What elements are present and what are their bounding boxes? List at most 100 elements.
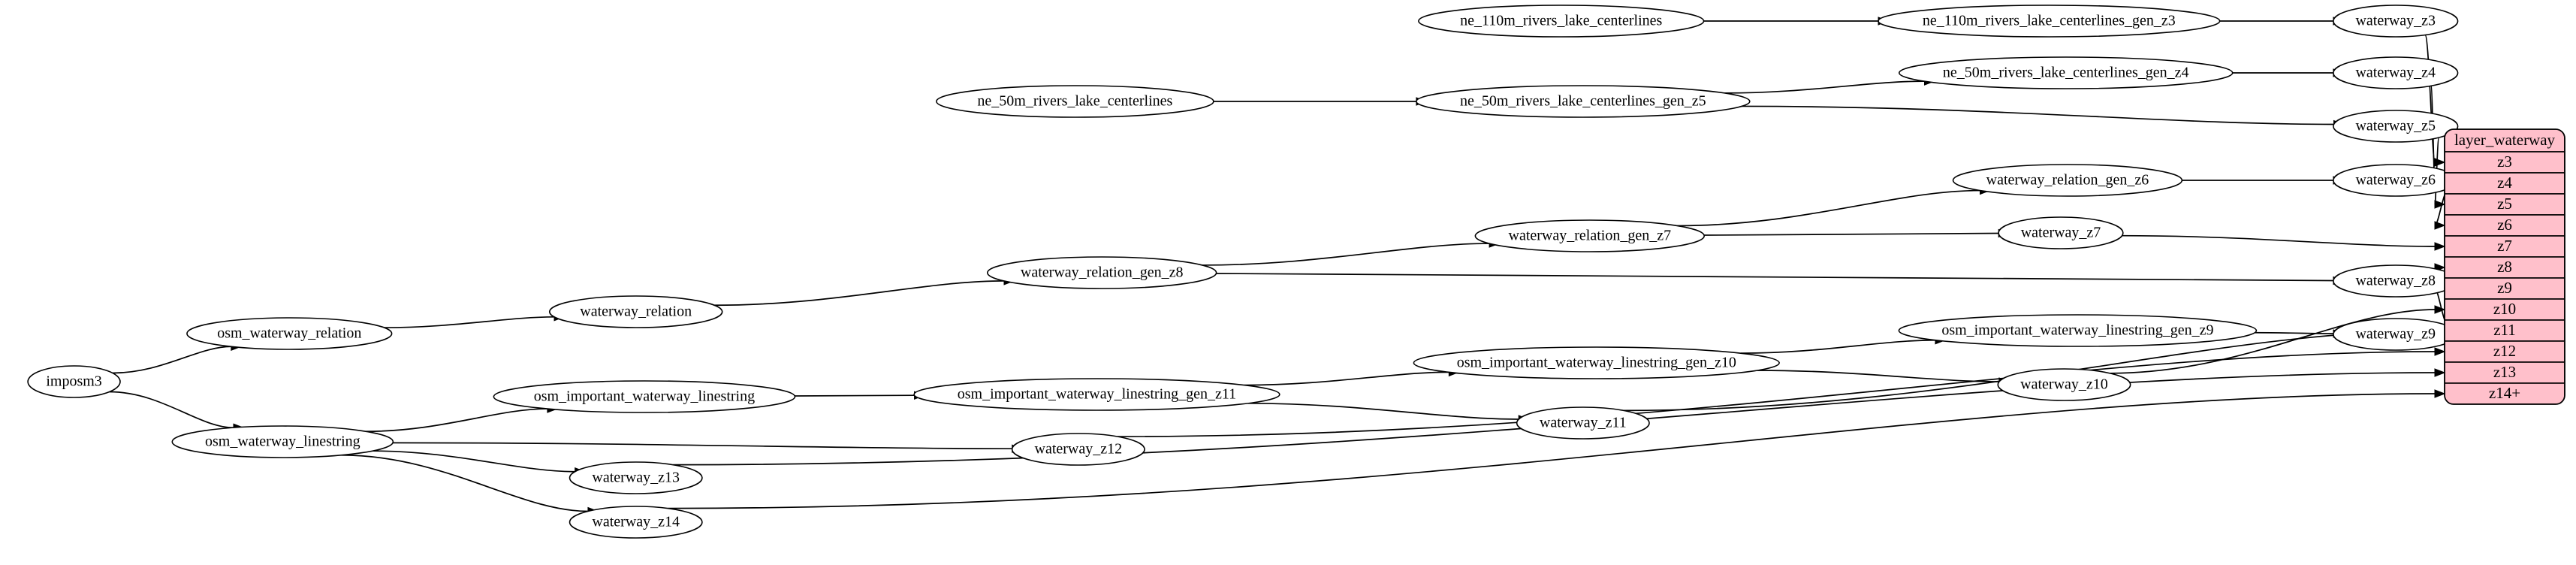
edge-arrowhead	[2434, 347, 2446, 356]
table-row-z5[interactable]	[2445, 193, 2565, 216]
edge	[1704, 232, 1999, 236]
node-shape[interactable]	[1878, 5, 2221, 38]
table-row-z6[interactable]	[2445, 214, 2565, 237]
node-waterway_relation[interactable]: waterway_relation	[548, 295, 723, 328]
node-osm_waterway_linestring[interactable]: osm_waterway_linestring	[171, 425, 394, 458]
node-shape[interactable]	[2333, 164, 2459, 197]
edge-arrowhead	[2434, 389, 2446, 398]
edge	[1244, 371, 1449, 386]
edge	[2122, 234, 2436, 247]
table-row-z13[interactable]	[2445, 361, 2565, 384]
table-row-z3[interactable]	[2445, 151, 2565, 174]
table-row-z8[interactable]	[2445, 256, 2565, 279]
node-shape[interactable]	[2333, 110, 2459, 143]
edge	[2110, 309, 2436, 374]
edge-arrowhead	[2434, 305, 2446, 314]
edge-arrowhead	[2434, 221, 2446, 230]
edge	[372, 450, 575, 473]
edges-layer	[109, 17, 2457, 516]
edge	[341, 454, 588, 512]
node-waterway_relation_gen_z6[interactable]: waterway_relation_gen_z6	[1952, 164, 2183, 197]
node-waterway_z5[interactable]: waterway_z5	[2333, 110, 2459, 143]
node-ne_50m_rivers_lake_centerlines_gen_z5[interactable]: ne_50m_rivers_lake_centerlines_gen_z5	[1416, 85, 1751, 118]
node-shape[interactable]	[569, 461, 703, 494]
node-shape[interactable]	[27, 365, 121, 398]
table-row-z9[interactable]	[2445, 277, 2565, 300]
edge	[113, 346, 231, 374]
node-shape[interactable]	[569, 506, 703, 539]
node-shape[interactable]	[493, 380, 796, 413]
node-ne_110m_rivers_lake_centerlines[interactable]: ne_110m_rivers_lake_centerlines	[1418, 5, 1705, 38]
node-osm_important_waterway_linestring[interactable]: osm_important_waterway_linestring	[493, 380, 796, 413]
node-waterway_z6[interactable]: waterway_z6	[2333, 164, 2459, 197]
node-shape[interactable]	[1474, 219, 1706, 252]
node-shape[interactable]	[1898, 56, 2234, 89]
node-waterway_z8[interactable]: waterway_z8	[2333, 264, 2459, 298]
node-waterway_z7[interactable]: waterway_z7	[1998, 216, 2124, 249]
node-ne_50m_rivers_lake_centerlines[interactable]: ne_50m_rivers_lake_centerlines	[936, 85, 1214, 118]
table-row-z4[interactable]	[2445, 172, 2565, 195]
node-shape[interactable]	[2333, 5, 2459, 38]
edge-arrowhead	[2434, 368, 2446, 377]
edge	[1247, 402, 1519, 420]
node-osm_important_waterway_linestring_gen_z9[interactable]: osm_important_waterway_linestring_gen_z9	[1898, 314, 2258, 347]
table-outline	[2444, 128, 2565, 405]
edge	[1742, 105, 2334, 125]
layer-waterway-table: layer_waterwayz3z4z5z6z7z8z9z10z11z12z13…	[2444, 128, 2565, 405]
node-osm_important_waterway_linestring_gen_z10[interactable]: osm_important_waterway_linestring_gen_z1…	[1413, 346, 1780, 379]
node-waterway_z13[interactable]: waterway_z13	[569, 461, 703, 494]
node-waterway_z3[interactable]: waterway_z3	[2333, 5, 2459, 38]
edge-arrowhead	[2434, 158, 2446, 167]
node-shape[interactable]	[1418, 5, 1705, 38]
node-shape[interactable]	[1998, 216, 2124, 249]
node-ne_110m_rivers_lake_centerlines_gen_z3[interactable]: ne_110m_rivers_lake_centerlines_gen_z3	[1878, 5, 2221, 38]
node-waterway_relation_gen_z8[interactable]: waterway_relation_gen_z8	[986, 256, 1217, 289]
edge	[109, 391, 234, 429]
node-shape[interactable]	[1997, 368, 2131, 401]
table-row-z10[interactable]	[2445, 298, 2565, 321]
node-shape[interactable]	[2333, 264, 2459, 298]
node-waterway_z10[interactable]: waterway_z10	[1997, 368, 2131, 401]
edge	[1117, 351, 2436, 437]
node-shape[interactable]	[986, 256, 1217, 289]
table-row-z11[interactable]	[2445, 319, 2565, 342]
node-shape[interactable]	[1898, 314, 2258, 347]
edge	[795, 394, 915, 397]
edge	[366, 408, 547, 433]
node-ne_50m_rivers_lake_centerlines_gen_z4[interactable]: ne_50m_rivers_lake_centerlines_gen_z4	[1898, 56, 2234, 89]
node-shape[interactable]	[913, 378, 1280, 411]
node-shape[interactable]	[2333, 56, 2459, 89]
table-row-z14plus[interactable]	[2445, 382, 2565, 404]
edge	[1202, 243, 1490, 266]
node-waterway_z14[interactable]: waterway_z14	[569, 506, 703, 539]
node-shape[interactable]	[1952, 164, 2183, 197]
table-row-z12[interactable]	[2445, 340, 2565, 363]
node-shape[interactable]	[1416, 85, 1751, 118]
node-waterway_relation_gen_z7[interactable]: waterway_relation_gen_z7	[1474, 219, 1706, 252]
node-waterway_z9[interactable]: waterway_z9	[2333, 318, 2459, 351]
node-waterway_z4[interactable]: waterway_z4	[2333, 56, 2459, 89]
edge	[1677, 189, 1980, 227]
edge	[1216, 273, 2333, 282]
node-shape[interactable]	[1516, 406, 1650, 440]
edge	[393, 442, 1012, 450]
node-shape[interactable]	[2333, 318, 2459, 351]
node-shape[interactable]	[936, 85, 1214, 118]
node-osm_waterway_relation[interactable]: osm_waterway_relation	[186, 317, 393, 350]
node-waterway_z11[interactable]: waterway_z11	[1516, 406, 1650, 440]
node-shape[interactable]	[171, 425, 394, 458]
node-shape[interactable]	[186, 317, 393, 350]
node-imposm3[interactable]: imposm3	[27, 365, 121, 398]
node-shape[interactable]	[1413, 346, 1780, 379]
nodes-layer: imposm3 osm_waterway_relation osm_waterway…	[27, 5, 2459, 539]
node-shape[interactable]	[1011, 433, 1145, 466]
node-waterway_z12[interactable]: waterway_z12	[1011, 433, 1145, 466]
edge	[714, 280, 1004, 307]
edge	[1724, 80, 1925, 94]
node-osm_important_waterway_linestring_gen_z11[interactable]: osm_important_waterway_linestring_gen_z1…	[913, 378, 1280, 411]
edge	[1740, 339, 1935, 354]
table-row-z7[interactable]	[2445, 235, 2565, 258]
edge	[1757, 370, 1999, 382]
node-shape[interactable]	[548, 295, 723, 328]
